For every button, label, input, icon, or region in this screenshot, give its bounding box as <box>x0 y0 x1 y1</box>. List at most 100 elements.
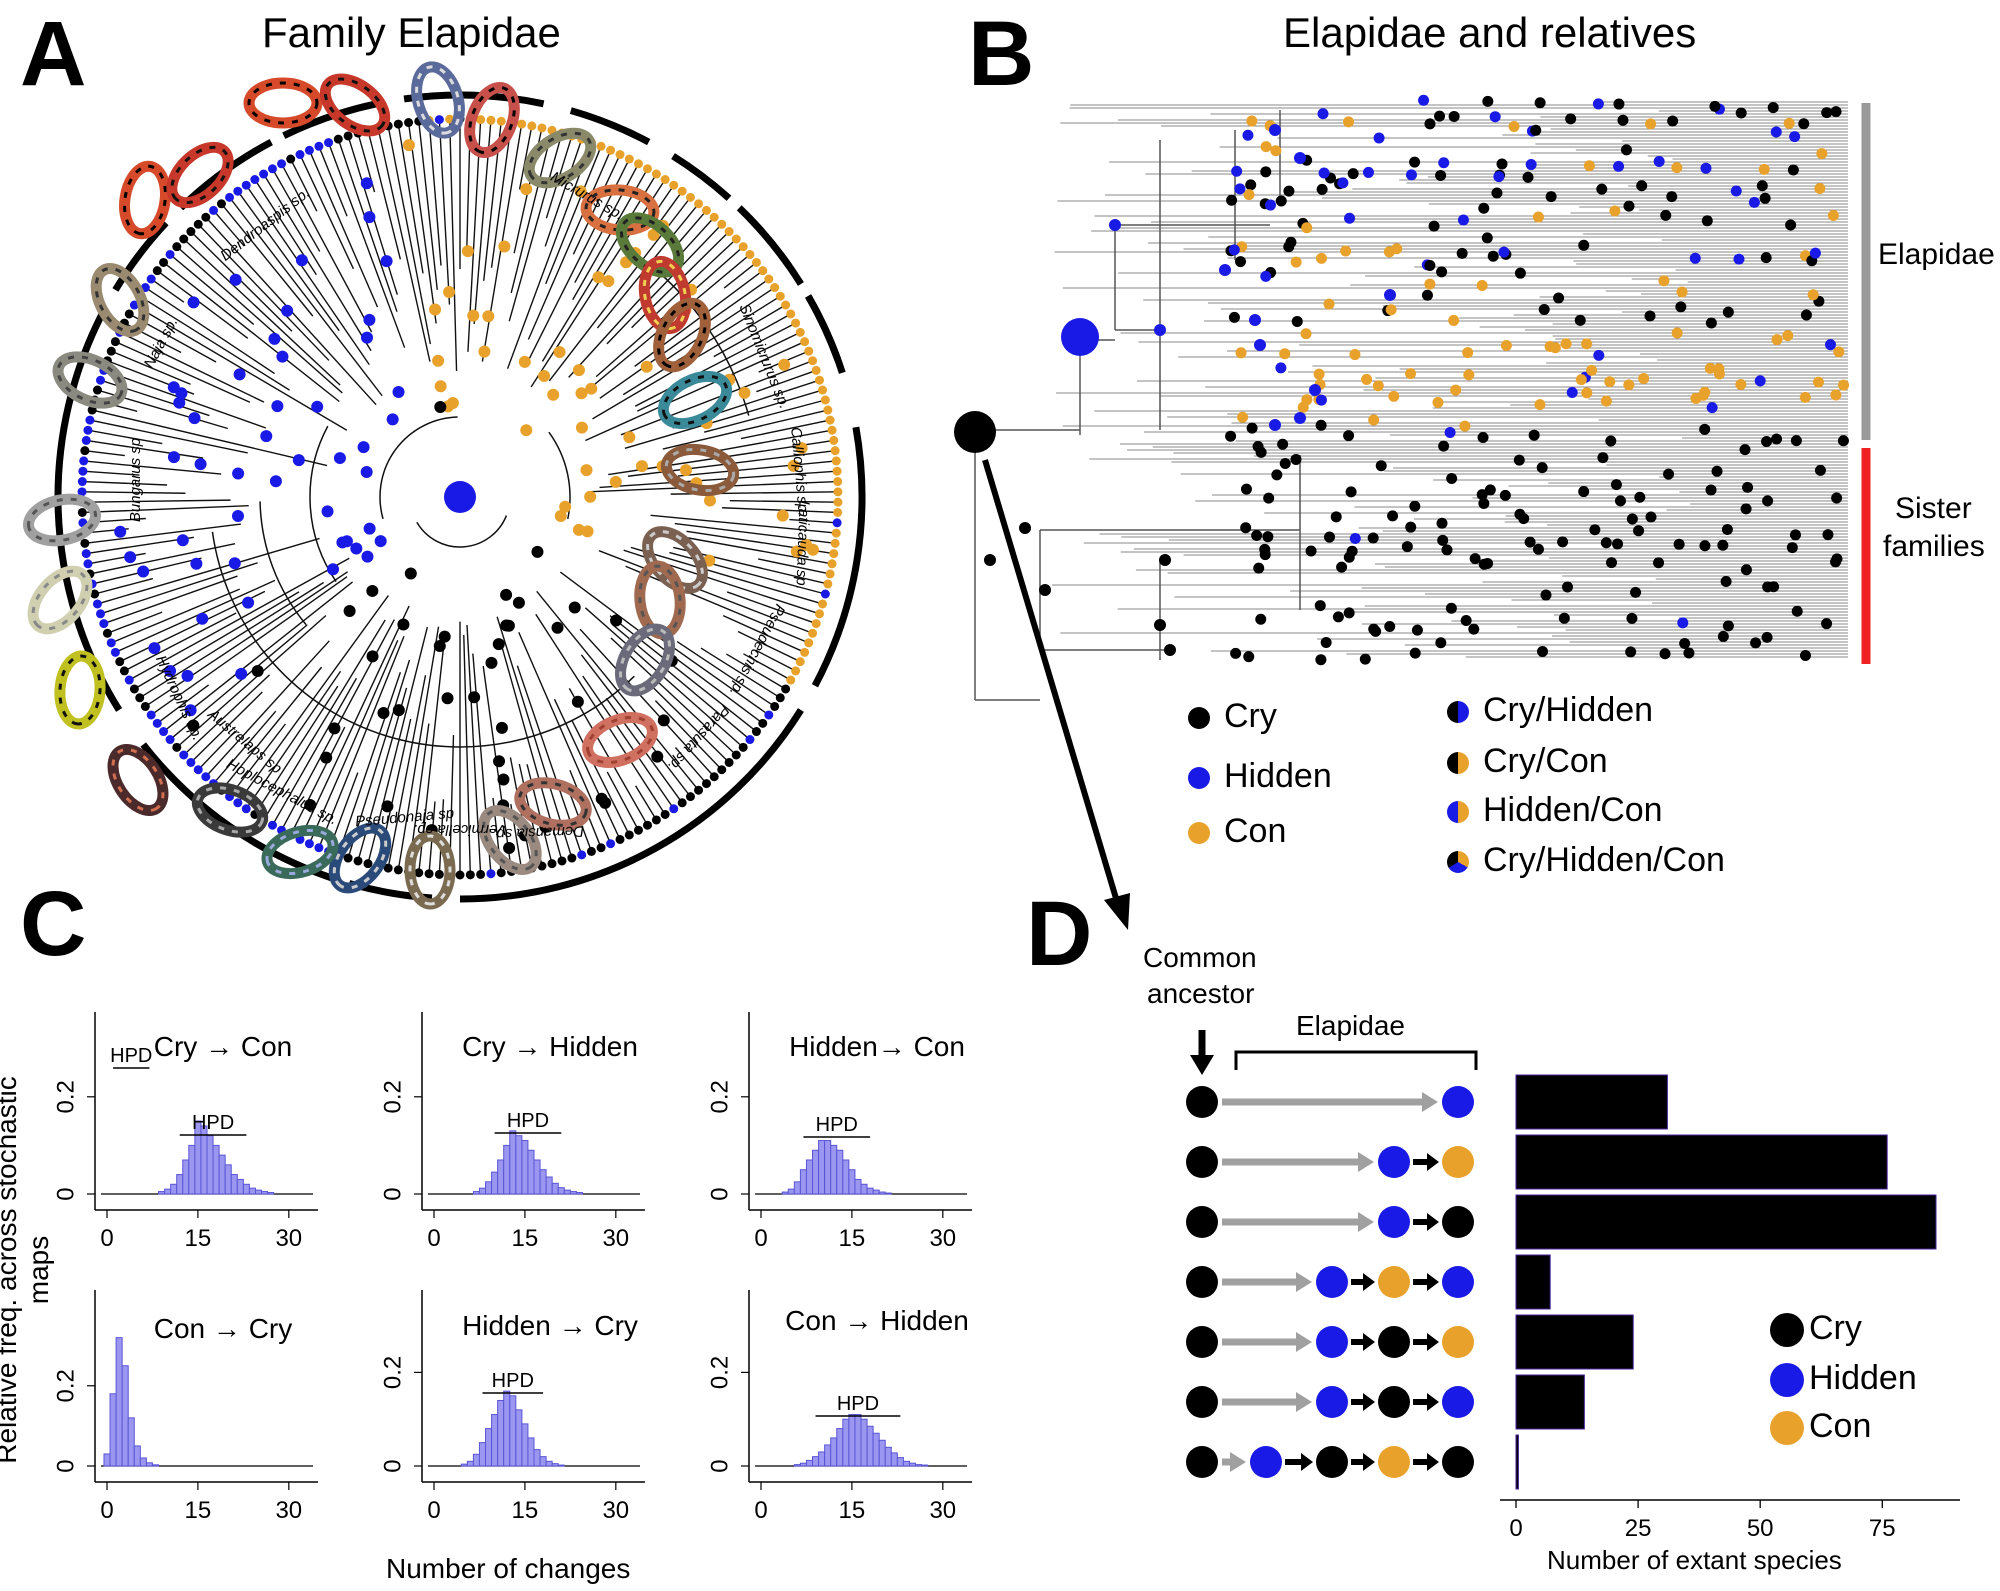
node-dot <box>512 596 525 609</box>
node-dot <box>609 475 622 488</box>
clade-label: Vermicella sp. <box>413 821 507 838</box>
tip-dot <box>146 710 156 720</box>
tip-dot <box>259 169 269 179</box>
node-dot <box>1830 106 1842 118</box>
tip-dot <box>496 868 506 878</box>
tree-branch <box>299 605 410 840</box>
node-dot <box>1620 144 1632 156</box>
subplot-title: Con → Hidden <box>785 1305 969 1336</box>
y-tick-label: 0 <box>52 1187 79 1200</box>
node-dot <box>1478 497 1490 509</box>
node-dot <box>366 650 379 663</box>
node-dot <box>432 354 445 367</box>
tree-branch <box>496 616 573 859</box>
node-dot <box>1283 185 1295 197</box>
tip-dot <box>751 727 761 737</box>
tree-branch <box>659 286 776 365</box>
legend-swatch-icon <box>1188 822 1210 844</box>
node-dot <box>1565 113 1577 125</box>
node-dot <box>1717 630 1729 642</box>
black-arrow-head <box>1363 1333 1375 1351</box>
tip-dot <box>818 385 828 395</box>
tip-dot <box>651 815 661 825</box>
snake-photo-icon <box>638 255 692 335</box>
tip-dot <box>209 205 219 215</box>
x-tick-label: 30 <box>275 1225 302 1252</box>
node-dot <box>173 396 186 409</box>
tip-dot <box>731 234 741 244</box>
root-arrow-head <box>1104 893 1130 930</box>
tip-dot <box>434 869 444 879</box>
tree-branch <box>110 588 240 644</box>
species-bar <box>1515 1074 1668 1130</box>
black-arrow-head <box>1427 1213 1439 1231</box>
node-dot <box>327 563 340 576</box>
tip-dot <box>96 375 106 385</box>
legend-label: Cry/Hidden <box>1483 691 1654 729</box>
node-dot <box>1653 557 1665 569</box>
node-dot <box>1252 440 1264 452</box>
tip-dot <box>129 684 139 694</box>
x-tick-label: 30 <box>602 1497 629 1524</box>
tip-dot <box>547 859 557 869</box>
tip-dot <box>233 798 243 808</box>
node-dot <box>1705 484 1717 496</box>
tree-branch <box>271 168 321 252</box>
tip-dot <box>81 435 91 445</box>
tip-dot <box>119 666 129 676</box>
node-dot <box>610 614 623 627</box>
subplot-title: Cry → Hidden <box>462 1031 638 1062</box>
node-dot <box>1827 210 1839 222</box>
tree-branch <box>190 691 263 763</box>
node-dot <box>1733 253 1745 265</box>
node-dot <box>1154 324 1166 336</box>
tree-branch <box>228 196 383 397</box>
tree-branch <box>654 700 723 771</box>
node-dot <box>196 612 209 625</box>
x-tick-label: 0 <box>100 1225 113 1252</box>
node-dot <box>1713 363 1725 375</box>
node-dot <box>1532 543 1544 555</box>
node-dot <box>1761 631 1773 643</box>
tip-dot <box>496 116 506 126</box>
tip-dot <box>165 735 175 745</box>
tree-branch <box>674 747 708 785</box>
node-dot <box>1593 349 1605 361</box>
node-dot <box>1300 328 1312 340</box>
subplot-title: Hidden→ Con <box>789 1031 965 1062</box>
tip-dot <box>124 309 134 319</box>
node-dot <box>1645 118 1657 130</box>
tree-branch <box>103 575 238 625</box>
y-tick-label: 0.2 <box>52 1369 79 1402</box>
tip-dot <box>786 309 796 319</box>
tip-dot <box>833 477 843 487</box>
node-dot <box>1709 100 1721 112</box>
node-dot <box>1499 489 1511 501</box>
node-dot <box>1812 376 1824 388</box>
node-dot <box>340 535 353 548</box>
node-dot <box>1537 646 1549 658</box>
tree-branch <box>156 270 249 339</box>
hist-bar <box>575 1192 583 1195</box>
node-dot <box>1816 148 1828 160</box>
node-dot <box>574 185 587 198</box>
node-dot <box>520 424 533 437</box>
node-dot <box>1370 625 1382 637</box>
hpd-label: HPD <box>837 1393 879 1415</box>
tree-branch <box>482 665 513 872</box>
legend-label: Cry <box>1224 697 1277 735</box>
legend-label: Hidden/Con <box>1483 791 1663 829</box>
state-node <box>1442 1206 1474 1238</box>
node-dot <box>1717 539 1729 551</box>
node-dot <box>1493 171 1505 183</box>
tip-dot <box>770 701 780 711</box>
snake-photo-icon <box>27 565 93 635</box>
tree-branch <box>150 576 348 716</box>
node-dot <box>1600 537 1612 549</box>
tree-branch <box>418 121 438 290</box>
clade-arc <box>112 220 169 292</box>
tree-branch <box>553 698 621 840</box>
tree-branch <box>103 369 267 429</box>
tree-branch <box>94 577 154 595</box>
node-dot <box>1837 435 1849 447</box>
